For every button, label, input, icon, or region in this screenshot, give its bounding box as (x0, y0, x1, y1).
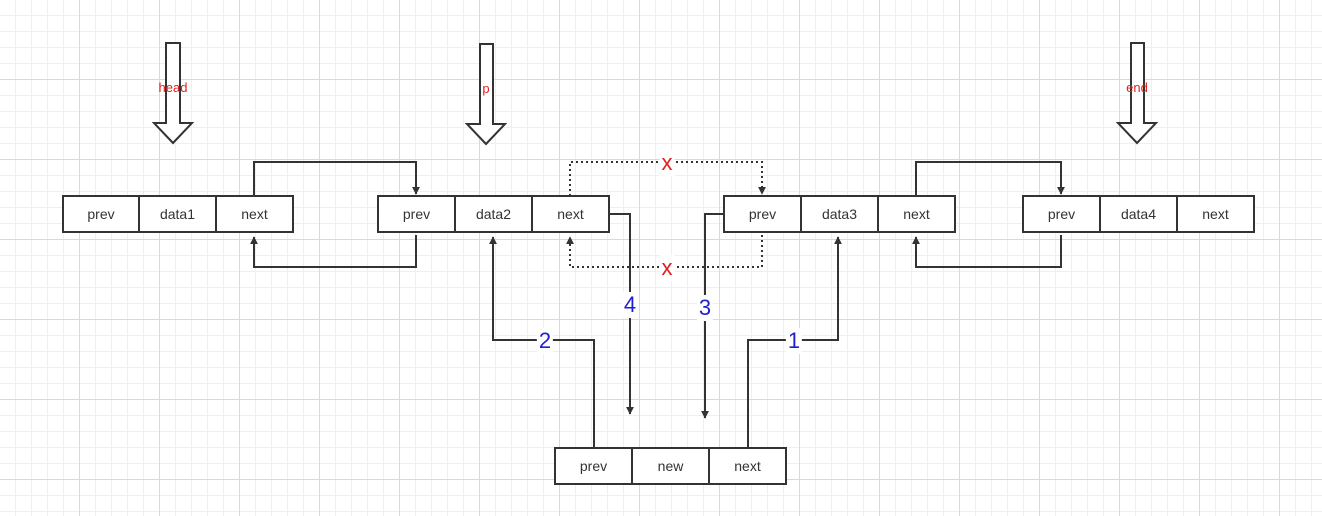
node-2-data-cell: data2 (454, 195, 533, 233)
node-4-prev-cell: prev (1022, 195, 1101, 233)
node-3-prev-cell: prev (723, 195, 802, 233)
link-node3-next (915, 161, 1065, 196)
node-4-data-cell: data4 (1099, 195, 1178, 233)
removed-link-node3-prev (566, 235, 763, 268)
removed-prev-mark: x (659, 255, 675, 281)
step-4-label: 4 (621, 292, 639, 318)
new-node-prev-cell: prev (554, 447, 633, 485)
end-pointer-arrow (1115, 42, 1159, 145)
node-1-prev-cell: prev (62, 195, 140, 233)
step-1-label: 1 (785, 328, 803, 354)
link-node2-prev (250, 235, 417, 268)
head-pointer-arrow (151, 42, 195, 145)
new-node-next-cell: next (708, 447, 787, 485)
step3-link (701, 213, 723, 419)
node-1-next-cell: next (215, 195, 294, 233)
node-3-next-cell: next (877, 195, 956, 233)
new-node-data-cell: new (631, 447, 710, 485)
node-1-data-cell: data1 (138, 195, 217, 233)
head-pointer-label: head (158, 80, 188, 95)
removed-next-mark: x (659, 150, 675, 176)
node-2-prev-cell: prev (377, 195, 456, 233)
step-3-label: 3 (696, 295, 714, 321)
p-pointer-label: p (482, 81, 490, 96)
link-node4-prev (912, 235, 1062, 268)
end-pointer-label: end (1126, 80, 1148, 95)
node-3-data-cell: data3 (800, 195, 879, 233)
p-pointer-arrow (464, 43, 508, 146)
step4-link (609, 213, 634, 415)
link-node1-next (253, 161, 420, 196)
node-2-next-cell: next (531, 195, 610, 233)
step-2-label: 2 (536, 328, 554, 354)
node-4-next-cell: next (1176, 195, 1255, 233)
